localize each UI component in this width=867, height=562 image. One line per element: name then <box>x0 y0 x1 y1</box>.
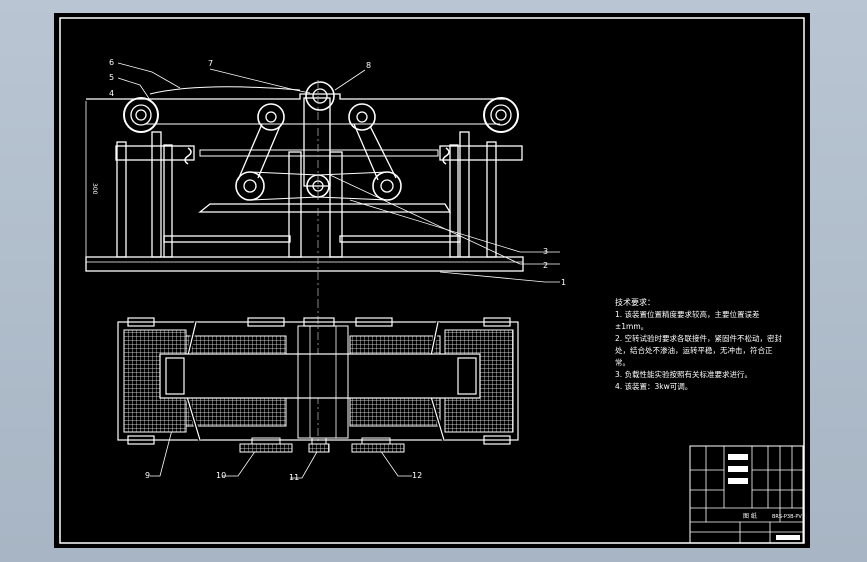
lift-column <box>303 97 331 187</box>
callout-11: 11 <box>289 473 299 482</box>
drawing-no-label: 图 纸 <box>743 512 757 520</box>
bearing-assemblies <box>239 437 405 453</box>
callout-3: 3 <box>543 247 548 256</box>
column-left-inner <box>151 131 162 258</box>
sheet-border <box>59 17 805 544</box>
column-right-outer <box>486 141 497 258</box>
note-item-1: 1. 该装置位置精度要求较高，主要位置误差±1mm。 <box>615 310 760 331</box>
top-pulley <box>305 81 335 111</box>
callout-4: 4 <box>109 89 114 98</box>
column-right-inner <box>459 131 470 258</box>
inner-opening <box>159 353 481 399</box>
callout-9: 9 <box>145 471 150 480</box>
top-view <box>117 317 519 445</box>
callout-12: 12 <box>412 471 422 480</box>
base-plate <box>85 256 524 272</box>
drawing-code: BRS-P3B-PV <box>772 514 802 520</box>
note-item-2: 2. 空转试验时要求各联接件，紧固件不松动，密封处，结合处不渗油，运转平稳，无冲… <box>615 334 783 367</box>
callout-2: 2 <box>543 261 548 270</box>
callout-labels: 1 2 3 4 5 6 7 8 9 10 11 12 300 <box>91 58 566 482</box>
conveyor-belt <box>86 93 505 100</box>
note-item-3: 3. 负载性能实验按照有关标准要求进行。 <box>615 370 753 379</box>
drawing-sheet <box>54 13 810 548</box>
callout-6: 6 <box>109 58 114 67</box>
upper-pulley-left <box>257 103 285 131</box>
title-block <box>689 445 804 544</box>
top-frame <box>117 321 519 441</box>
break-marks <box>184 147 450 165</box>
column-left-outer <box>116 141 127 258</box>
callout-8: 8 <box>366 61 371 70</box>
end-roller-right <box>483 97 519 133</box>
link-left <box>237 123 281 181</box>
callout-5: 5 <box>109 73 114 82</box>
link-right <box>353 123 397 181</box>
front-view <box>85 81 524 272</box>
note-item-4: 4. 该装置：3kw可调。 <box>615 382 693 391</box>
technical-notes: 技术要求： 1. 该装置位置精度要求较高，主要位置误差±1mm。 2. 空转试验… <box>615 297 787 393</box>
lower-tray <box>198 203 452 213</box>
notes-title: 技术要求： <box>615 298 655 307</box>
title-block-text: 图 纸 BRS-P3B-PV <box>743 512 802 520</box>
callout-7: 7 <box>208 59 213 68</box>
beam-left <box>115 145 195 161</box>
beam-right <box>439 145 523 161</box>
end-roller-left <box>123 97 159 133</box>
dimension-300: 300 <box>91 183 98 195</box>
callout-10: 10 <box>216 471 226 480</box>
leader-lines <box>117 62 560 479</box>
upper-pulley-right <box>348 103 376 131</box>
lower-pulley-right <box>372 171 402 201</box>
callout-1: 1 <box>561 278 566 287</box>
